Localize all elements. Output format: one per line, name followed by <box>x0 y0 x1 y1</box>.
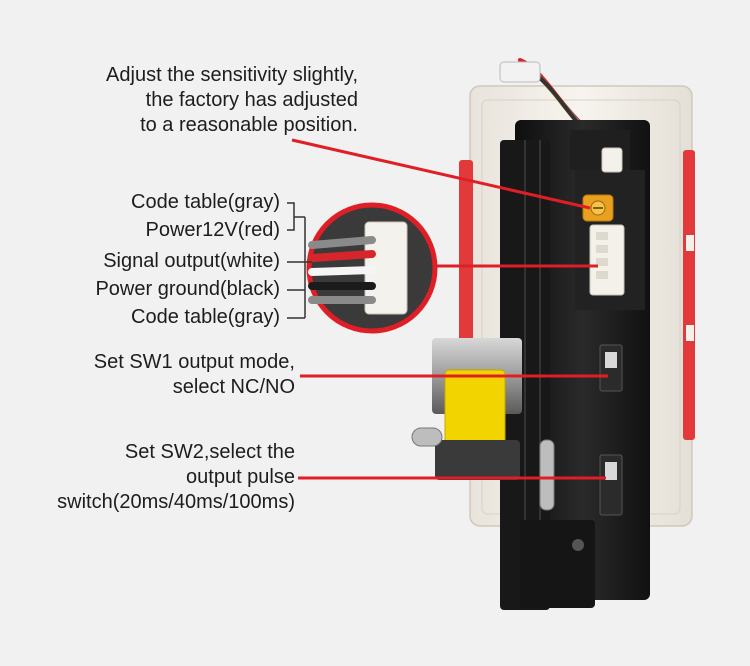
pin-label-bracket <box>287 202 312 319</box>
sensitivity-line-2: the factory has adjusted <box>145 89 358 111</box>
pin-label-3: Signal output(white) <box>103 250 280 272</box>
potentiometer <box>582 194 614 222</box>
connector <box>589 147 625 296</box>
device-bottom <box>520 520 595 608</box>
sw1-switch <box>599 344 623 392</box>
sensitivity-label: Adjust the sensitivity slightly, the fac… <box>106 63 358 138</box>
pin-label-5: Code table(gray) <box>131 306 280 328</box>
sw2-label: Set SW2,select the output pulse switch(2… <box>57 441 295 513</box>
callout-lines <box>291 138 608 480</box>
pin-label-1: Code table(gray) <box>131 191 280 213</box>
sensitivity-line-3: to a reasonable position. <box>140 114 358 136</box>
pin-label-2: Power12V(red) <box>145 219 280 241</box>
solenoid <box>411 338 555 511</box>
connector-zoom-circle <box>306 202 438 334</box>
sensitivity-line-1: Adjust the sensitivity slightly, <box>106 64 358 86</box>
sw2-switch <box>599 454 623 516</box>
pin-label-4: Power ground(black) <box>95 278 280 300</box>
sw1-label: Set SW1 output mode, select NC/NO <box>93 351 295 398</box>
